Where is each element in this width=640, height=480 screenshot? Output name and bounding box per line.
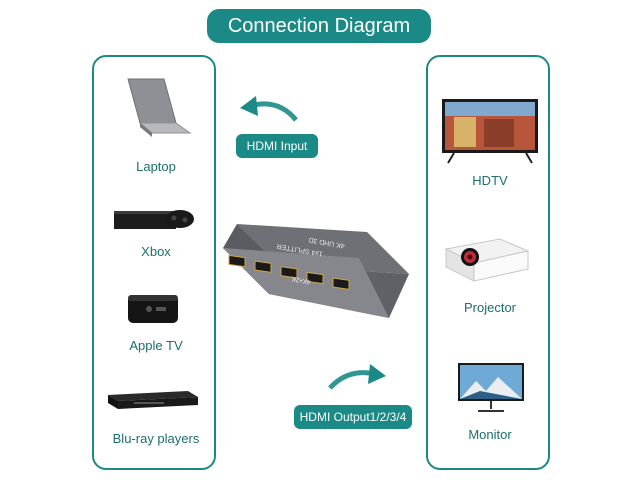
hdtv-icon: [442, 99, 538, 164]
monitor-icon: [458, 363, 524, 412]
apple-tv-icon: [128, 295, 178, 323]
device-label-hdtv: HDTV: [472, 173, 508, 188]
device-label-laptop: Laptop: [136, 159, 176, 174]
bluray-player-icon: [108, 391, 198, 409]
splitter-brand-label: 4K•2K: [291, 275, 312, 285]
device-label-xbox: Xbox: [141, 244, 171, 259]
device-label-apple-tv: Apple TV: [129, 338, 183, 353]
projector-icon: [444, 238, 530, 282]
device-label-monitor: Monitor: [468, 427, 512, 442]
hdmi-output-badge: HDMI Output1/2/3/4: [294, 405, 412, 429]
device-label-bluray: Blu-ray players: [112, 431, 200, 446]
xbox-console-icon: [114, 210, 194, 229]
diagram-title: Connection Diagram: [207, 9, 431, 43]
device-label-projector: Projector: [463, 300, 517, 315]
input-devices-panel: Laptop Xbox Apple TV Blu-ray players: [92, 55, 216, 470]
hdmi-splitter-device: 1x4 SPLITTER 4K UHD 3D 4K•2K: [223, 224, 409, 318]
hdmi-input-badge: HDMI Input: [236, 134, 318, 158]
output-devices-panel: HDTV Projector Monitor: [426, 55, 550, 470]
laptop-icon: [127, 78, 192, 137]
output-arrow-icon: [328, 364, 386, 390]
input-arrow-icon: [240, 96, 298, 122]
